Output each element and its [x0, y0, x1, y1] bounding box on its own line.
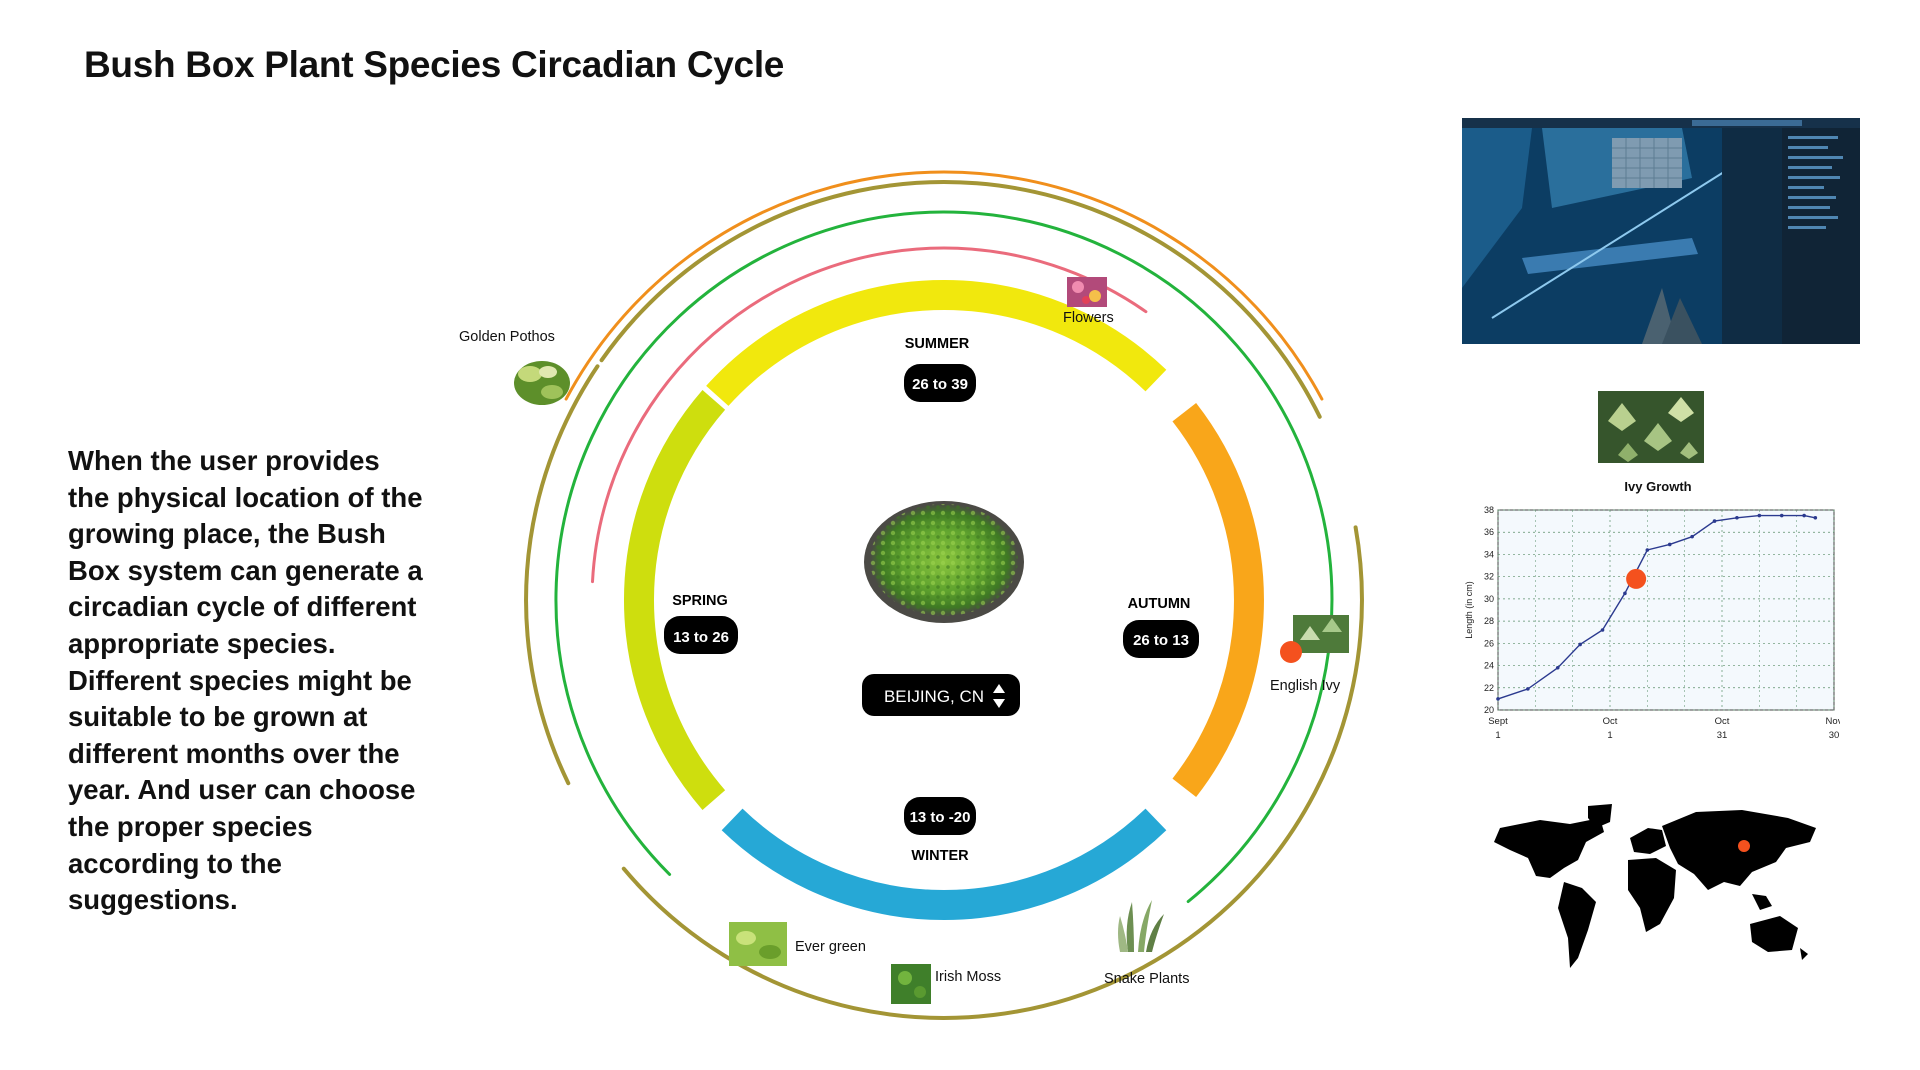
chart-title: Ivy Growth — [1624, 479, 1691, 494]
autumn-label: AUTUMN — [1128, 596, 1191, 612]
moss-plant-image — [864, 501, 1024, 623]
data-points — [1496, 513, 1818, 701]
ever-green-label: Ever green — [795, 939, 866, 955]
pink-ring-arc — [591, 246, 1148, 584]
data-point — [1779, 513, 1784, 518]
x-tick-label: Oct — [1715, 716, 1730, 727]
data-point — [1526, 687, 1530, 691]
x-tick-label: Nov — [1826, 716, 1840, 727]
winter-range-pill: 13 to -20 — [904, 797, 976, 835]
x-tick-label: 1 — [1607, 730, 1612, 740]
winter-label: WINTER — [911, 848, 969, 864]
ivy-growth-chart: Ivy Growth 20 22 24 26 28 30 32 34 36 38 Sept 1 Oct… — [1464, 479, 1840, 740]
ivy-image — [1598, 391, 1704, 463]
location-value: BEIJING, CN — [884, 687, 984, 706]
location-marker — [1738, 840, 1750, 852]
app-screenshot-image — [1462, 118, 1860, 344]
golden-pothos-image — [514, 361, 570, 405]
olive-ring-arc-top — [599, 180, 1322, 419]
winter-arc[interactable] — [721, 808, 1167, 920]
data-point — [1578, 642, 1582, 647]
x-tick-label: Oct — [1603, 716, 1618, 727]
chart-grid — [1497, 509, 1835, 711]
autumn-range: 26 to 13 — [1133, 632, 1189, 649]
snake-plants-label: Snake Plants — [1104, 971, 1189, 987]
x-tick-label: 30 — [1829, 730, 1840, 740]
spring-label: SPRING — [672, 593, 728, 609]
summer-range: 26 to 39 — [912, 376, 968, 393]
y-tick-label: 26 — [1484, 638, 1494, 648]
orange-ring-arc — [564, 170, 1324, 401]
chevron-up-icon — [993, 684, 1005, 693]
data-point — [1623, 591, 1627, 596]
data-point — [1496, 697, 1500, 701]
y-tick-label: 30 — [1484, 594, 1494, 604]
page-title: Bush Box Plant Species Circadian Cycle — [84, 44, 785, 85]
plant-snake-plants[interactable]: Snake Plants — [1104, 900, 1189, 987]
snake-plants-image — [1118, 900, 1164, 952]
current-point-marker — [1626, 568, 1647, 589]
data-point — [1667, 542, 1672, 547]
y-tick-label: 28 — [1484, 616, 1494, 626]
english-ivy-label: English Ivy — [1270, 678, 1341, 694]
y-tick-label: 22 — [1484, 683, 1494, 693]
data-point — [1802, 513, 1806, 518]
x-tick-label: Sept — [1488, 716, 1508, 727]
chevron-down-icon — [993, 699, 1005, 708]
olive-ring-arc-bottom — [524, 364, 1364, 1020]
autumn-range-pill: 26 to 13 — [1123, 620, 1199, 658]
summer-arc[interactable] — [706, 279, 1167, 406]
x-axis-ticks: Sept 1 Oct 1 Oct 31 Nov 30 — [1488, 716, 1840, 740]
plant-ever-green[interactable]: Ever green — [729, 922, 866, 966]
y-tick-label: 24 — [1484, 661, 1494, 671]
current-marker — [1280, 641, 1302, 663]
y-tick-label: 34 — [1484, 549, 1494, 559]
winter-range: 13 to -20 — [910, 809, 971, 826]
data-point — [1690, 534, 1694, 539]
data-point — [1600, 628, 1605, 632]
data-point — [1712, 519, 1717, 523]
autumn-arc[interactable] — [1172, 402, 1264, 798]
data-point — [1757, 513, 1762, 518]
location-select[interactable]: BEIJING, CN — [862, 674, 1020, 716]
spring-arc[interactable] — [623, 390, 726, 810]
x-tick-label: 31 — [1717, 730, 1728, 740]
y-tick-label: 20 — [1484, 705, 1494, 715]
plant-irish-moss[interactable]: Irish Moss — [891, 964, 1001, 1004]
y-tick-label: 32 — [1484, 572, 1494, 582]
y-tick-label: 38 — [1484, 505, 1494, 515]
plant-english-ivy[interactable]: English Ivy — [1270, 615, 1349, 694]
plot-area — [1497, 509, 1835, 711]
plant-flowers[interactable]: Flowers — [1063, 277, 1114, 326]
irish-moss-image — [891, 964, 931, 1004]
plant-golden-pothos[interactable]: Golden Pothos — [459, 329, 570, 405]
english-ivy-image — [1293, 615, 1349, 653]
irish-moss-label: Irish Moss — [935, 969, 1001, 985]
data-point — [1645, 548, 1650, 552]
summer-label: SUMMER — [905, 336, 970, 352]
data-point — [1735, 515, 1739, 520]
spring-range: 13 to 26 — [673, 629, 729, 646]
description-text: When the user provides the physical loca… — [68, 445, 423, 916]
y-tick-label: 36 — [1484, 527, 1494, 537]
x-tick-label: 1 — [1495, 730, 1500, 740]
y-axis-ticks: 20 22 24 26 28 30 32 34 36 38 — [1484, 505, 1494, 715]
y-axis-label: Length (in cm) — [1464, 581, 1474, 639]
data-point — [1813, 515, 1818, 520]
golden-pothos-label: Golden Pothos — [459, 329, 555, 345]
data-point — [1555, 665, 1560, 670]
ever-green-image — [729, 922, 787, 966]
world-map — [1494, 804, 1816, 968]
spring-range-pill: 13 to 26 — [664, 616, 738, 654]
summer-range-pill: 26 to 39 — [904, 364, 976, 402]
flowers-label: Flowers — [1063, 310, 1114, 326]
